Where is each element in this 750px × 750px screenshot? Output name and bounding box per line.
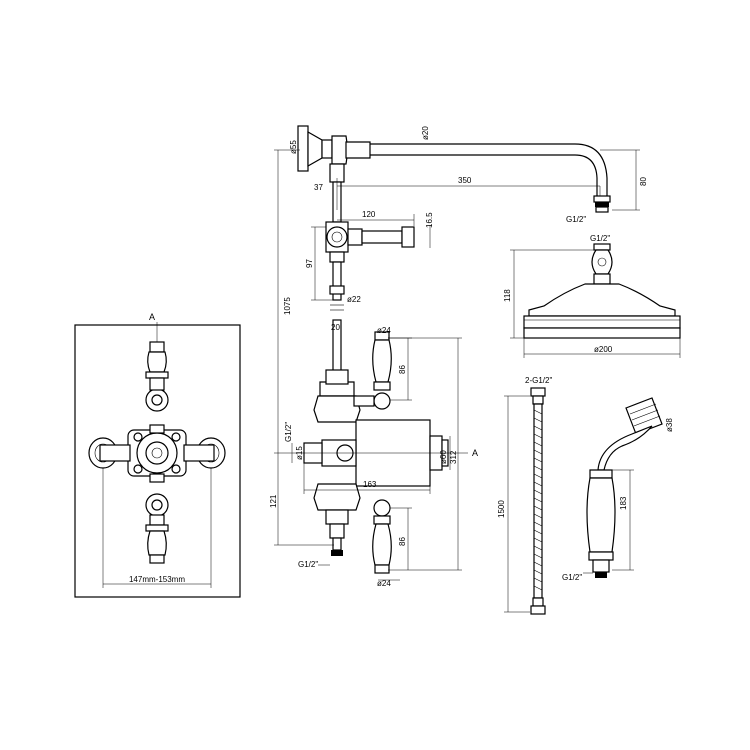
dim-350: 350 <box>458 176 472 185</box>
shower-hose: 2-G1/2" 1500 <box>497 376 552 615</box>
section-mark-a-top: A <box>149 312 155 322</box>
dim-1075: 1075 <box>283 297 292 315</box>
dim-183: 183 <box>619 496 628 510</box>
front-view-frame <box>74 324 241 598</box>
dim-86-bot: 86 <box>398 537 407 546</box>
dim-86-top: 86 <box>398 365 407 374</box>
dim-d38: ø38 <box>665 418 674 432</box>
valve-upper-handle <box>372 331 392 410</box>
valve-lower-handle <box>372 499 392 574</box>
wall-flange <box>297 125 349 172</box>
dim-20: 20 <box>331 323 340 332</box>
dim-118: 118 <box>503 289 512 302</box>
dim-g12-head: G1/2" <box>590 234 610 243</box>
front-view: A <box>74 312 241 598</box>
riser-upper <box>325 163 415 301</box>
dim-d22: ø22 <box>347 295 361 304</box>
dim-d24-top: ø24 <box>377 326 391 335</box>
range-dim-label: 147mm-153mm <box>129 575 185 584</box>
dim-1500: 1500 <box>497 500 506 518</box>
dim-80: 80 <box>639 177 648 186</box>
dim-16-5: 16.5 <box>425 212 434 228</box>
dim-hose-conn: 2-G1/2" <box>525 376 552 385</box>
dim-d55: ø55 <box>289 140 298 154</box>
hand-shower: ø38 183 G1/2" <box>562 397 674 582</box>
dim-120: 120 <box>362 210 376 219</box>
dim-312: 312 <box>449 450 458 464</box>
dim-d15: ø15 <box>295 446 304 460</box>
bottom-outlet <box>329 523 345 556</box>
dim-g12-arm: G1/2" <box>566 215 586 224</box>
dim-163: 163 <box>363 480 377 489</box>
valve-body <box>303 369 449 525</box>
front-top-handle <box>145 341 169 412</box>
dim-g12-bottom: G1/2" <box>298 560 318 569</box>
dim-97: 97 <box>305 259 314 268</box>
dim-d20: ø20 <box>421 126 430 140</box>
riser-break <box>330 304 344 373</box>
dim-d60: ø60 <box>439 450 448 464</box>
dim-d24-bot: ø24 <box>377 579 391 588</box>
dim-g12-hand: G1/2" <box>562 573 582 582</box>
front-bottom-handle <box>145 493 169 564</box>
side-view: A ø55 ø20 37 350 80 G1/2" 120 16.5 97 ø2… <box>269 125 648 588</box>
front-central-body <box>127 424 187 483</box>
section-mark-a-right: A <box>472 448 478 458</box>
dim-g12-body: G1/2" <box>284 422 293 442</box>
dim-37: 37 <box>314 183 323 192</box>
shower-head: G1/2" 118 ø200 <box>503 234 681 358</box>
dim-d200: ø200 <box>594 345 613 354</box>
shower-arm <box>345 141 611 213</box>
dim-121: 121 <box>269 494 278 508</box>
